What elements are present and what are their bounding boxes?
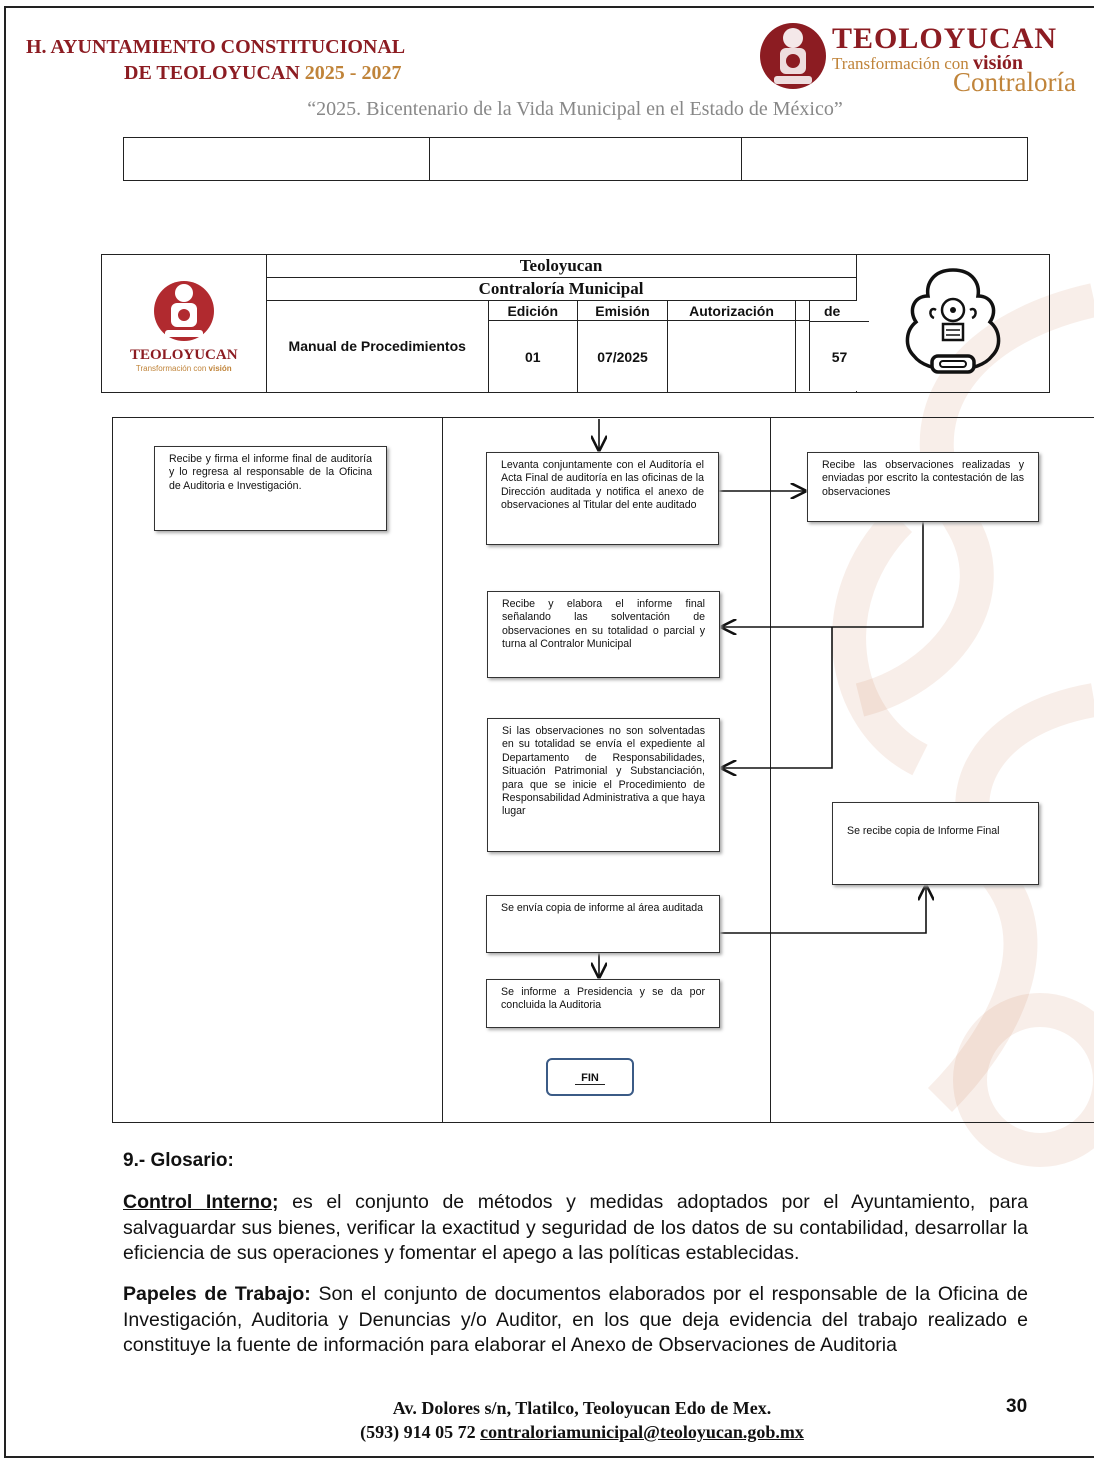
contraloria-logo-cell	[855, 254, 1050, 393]
val-edicion: 01	[487, 320, 578, 393]
empty-cell	[123, 137, 430, 181]
header-line2: DE TEOLOYUCAN	[124, 62, 300, 84]
term-control-interno: Control Interno	[123, 1191, 273, 1213]
doc-type: Manual de Procedimientos	[265, 300, 489, 393]
motto: “2025. Bicentenario de la Vida Municipal…	[307, 98, 843, 120]
logo-name: TEOLOYUCAN	[130, 346, 238, 363]
page-frame	[4, 6, 1094, 1458]
term-papeles-trabajo: Papeles de Trabajo:	[123, 1283, 311, 1305]
def-control-interno: es el conjunto de métodos y medidas adop…	[123, 1191, 1028, 1264]
empty-cell	[429, 137, 742, 181]
flowchart-frame	[112, 417, 1094, 1123]
header-line1: H. AYUNTAMIENTO CONSTITUCIONAL	[26, 36, 406, 58]
col-emision: Emisión	[576, 300, 669, 321]
brand-block: TEOLOYUCAN Transformación con visión Con…	[832, 22, 1076, 98]
flow-box-left: Recibe y firma el informe final de audit…	[154, 446, 387, 531]
brand-area: Contraloría	[953, 67, 1076, 97]
end-label: FIN	[575, 1072, 605, 1085]
val-emision: 07/2025	[576, 320, 669, 393]
brand-tagline: Transformación con	[832, 54, 969, 73]
footer-address: Av. Dolores s/n, Tlatilco, Teoloyucan Ed…	[392, 1398, 772, 1418]
brand-name: TEOLOYUCAN	[832, 22, 1058, 55]
end-terminator: FIN	[546, 1058, 634, 1096]
header-years: 2025 - 2027	[304, 62, 402, 84]
def-papeles-trabajo: Son el conjunto de documentos elaborados…	[123, 1283, 1028, 1356]
glossary-title: 9.- Glosario:	[123, 1150, 234, 1171]
flow-box-copia-informe: Se recibe copia de Informe Final	[832, 802, 1039, 885]
teoloyucan-emblem-icon	[760, 23, 826, 89]
footer-email-link[interactable]: contraloriamunicipal@teoloyucan.gob.mx	[480, 1422, 804, 1442]
val-de: 57	[831, 349, 848, 365]
flow-box-recibe-observaciones: Recibe las observaciones realizadas y en…	[807, 452, 1039, 522]
brand-tagline-bold: visión	[973, 52, 1024, 74]
logo-cell: TEOLOYUCAN Transformación con visión	[101, 254, 267, 393]
lane-divider	[442, 417, 443, 1123]
col-edicion: Edición	[487, 300, 578, 321]
col-autorizacion: Autorización	[667, 300, 796, 321]
flow-box-presidencia: Se informe a Presidencia y se da por con…	[486, 979, 720, 1028]
footer: Av. Dolores s/n, Tlatilco, Teoloyucan Ed…	[0, 1396, 1094, 1444]
contraloria-glyph-icon	[905, 267, 1000, 374]
col-de: de	[810, 301, 869, 322]
page-number: 30	[1006, 1396, 1028, 1417]
de-column: de 57	[809, 301, 869, 391]
flow-box-informe-final: Recibe y elabora el informe final señala…	[487, 591, 720, 678]
empty-cell	[741, 137, 1028, 181]
glossary-entry-control-interno: Control Interno; es el conjunto de métod…	[123, 1191, 1028, 1264]
lane-divider	[770, 417, 771, 1123]
glossary-entry-papeles-trabajo: Papeles de Trabajo: Son el conjunto de d…	[123, 1282, 1028, 1359]
flow-box-acta-final: Levanta conjuntamente con el Auditoría e…	[486, 452, 719, 545]
flow-box-envia-copia: Se envía copia de informe al área audita…	[486, 895, 720, 953]
header-title: H. AYUNTAMIENTO CONSTITUCIONAL DE TEOLOY…	[26, 34, 405, 86]
logo-tagline: Transformación con	[135, 363, 207, 373]
teoloyucan-logo-icon	[153, 280, 214, 341]
footer-phone: (593) 914 05 72	[360, 1422, 476, 1442]
val-autorizacion	[667, 320, 796, 393]
empty-table	[123, 137, 1028, 181]
flow-box-responsabilidades: Si las observaciones no son solventadas …	[487, 718, 720, 852]
logo-tagline-bold: visión	[208, 363, 232, 373]
